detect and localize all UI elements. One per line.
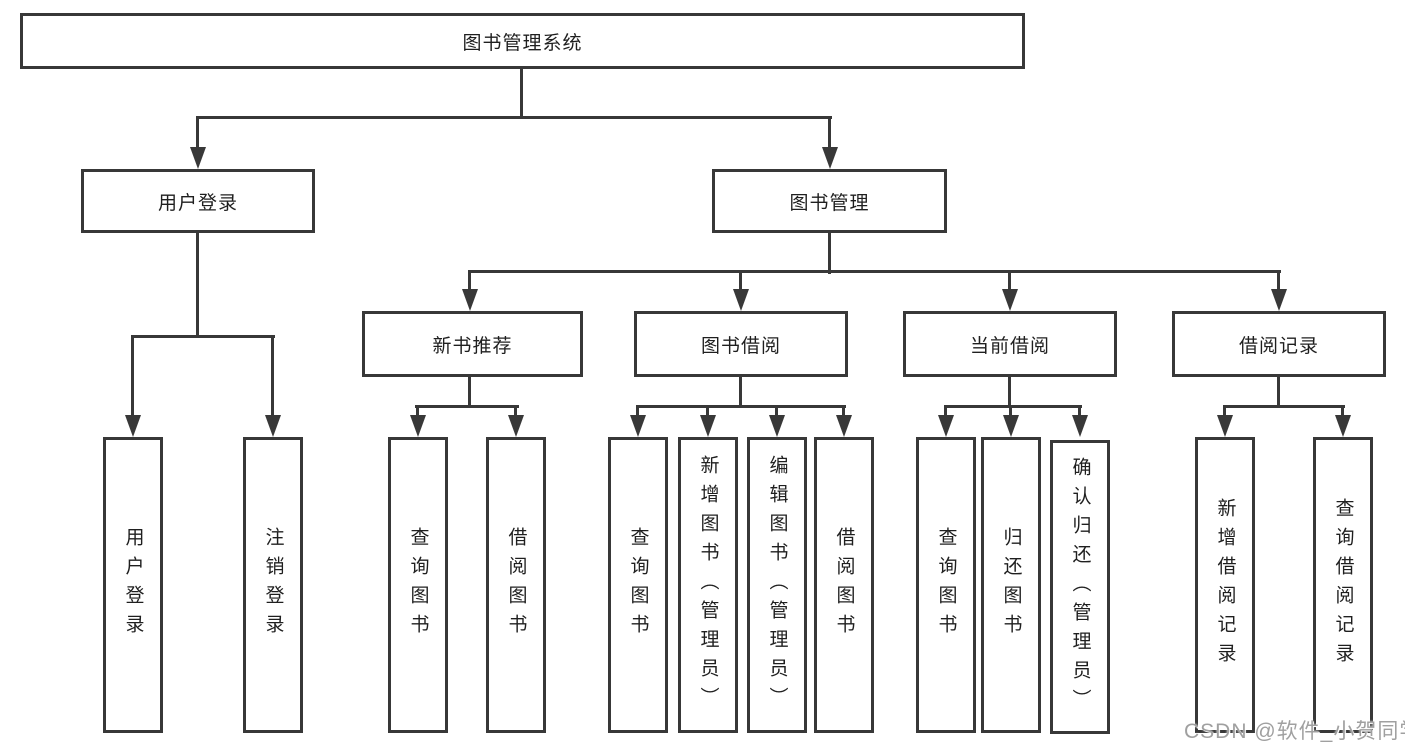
connector-leaf-bb4-stem xyxy=(842,405,845,420)
connector-book-borrow-stem xyxy=(739,270,742,295)
arrowhead-borrow-records xyxy=(1271,289,1287,311)
connector-book-borrow-split xyxy=(636,405,846,408)
arrowhead-leaf-br2 xyxy=(1335,415,1351,437)
connector-borrow-records-down xyxy=(1277,377,1280,407)
connector-leaf-cb1-stem xyxy=(944,405,947,420)
node-borrow-records-label: 借阅记录 xyxy=(1238,335,1319,357)
connector-current-borrow-stem xyxy=(1008,270,1011,295)
connector-book-management-stem xyxy=(828,116,831,150)
connector-user-login-down xyxy=(196,233,199,337)
arrowhead-leaf-bb4 xyxy=(836,415,852,437)
arrowhead-leaf-nb2 xyxy=(508,415,524,437)
node-leaf-edit-books-admin-label: 编辑图书（管理员） xyxy=(766,454,788,716)
connector-user-login-split xyxy=(131,335,275,338)
node-leaf-logout-label: 注销登录 xyxy=(262,527,284,643)
node-leaf-query-borrow-record-label: 查询借阅记录 xyxy=(1332,498,1354,672)
arrowhead-leaf-nb1 xyxy=(410,415,426,437)
node-leaf-borrow-books-label: 借阅图书 xyxy=(833,527,855,643)
arrowhead-leaf-bb3 xyxy=(769,415,785,437)
node-leaf-user-login: 用户登录 xyxy=(103,437,163,733)
node-leaf-confirm-return-admin: 确认归还（管理员） xyxy=(1050,440,1110,734)
node-book-management-label: 图书管理 xyxy=(789,192,870,214)
connector-leaf-br1-stem xyxy=(1223,405,1226,420)
node-leaf-logout: 注销登录 xyxy=(243,437,303,733)
node-user-login: 用户登录 xyxy=(81,169,315,233)
arrowhead-leaf-cb2 xyxy=(1003,415,1019,437)
node-leaf-add-borrow-record: 新增借阅记录 xyxy=(1195,437,1255,733)
node-new-book-recommend: 新书推荐 xyxy=(362,311,583,377)
node-leaf-borrow-books-recommend-label: 借阅图书 xyxy=(505,527,527,643)
connector-leaf-br2-stem xyxy=(1341,405,1344,420)
node-leaf-query-books-current: 查询图书 xyxy=(916,437,976,733)
node-leaf-add-books-admin-label: 新增图书（管理员） xyxy=(697,454,719,716)
arrowhead-leaf-bb1 xyxy=(630,415,646,437)
connector-new-book-down xyxy=(468,377,471,407)
connector-leaf-logout-stem xyxy=(271,335,274,420)
node-current-borrow: 当前借阅 xyxy=(903,311,1117,377)
node-leaf-user-login-label: 用户登录 xyxy=(122,527,144,643)
connector-leaf-bb3-stem xyxy=(775,405,778,420)
node-leaf-borrow-books-recommend: 借阅图书 xyxy=(486,437,546,733)
connector-new-book-stem xyxy=(468,270,471,295)
connector-current-borrow-split xyxy=(944,405,1082,408)
connector-current-borrow-down xyxy=(1008,377,1011,407)
node-root: 图书管理系统 xyxy=(20,13,1025,69)
node-leaf-add-books-admin: 新增图书（管理员） xyxy=(678,437,738,733)
connector-level3-hline xyxy=(468,270,1281,273)
node-book-borrow: 图书借阅 xyxy=(634,311,848,377)
connector-level2-hline xyxy=(196,116,832,119)
node-leaf-query-books-recommend-label: 查询图书 xyxy=(407,527,429,643)
node-book-borrow-label: 图书借阅 xyxy=(700,335,781,357)
node-leaf-confirm-return-admin-label: 确认归还（管理员） xyxy=(1069,456,1091,718)
connector-new-book-split xyxy=(415,405,519,408)
connector-leaf-nb2-stem xyxy=(514,405,517,420)
node-leaf-add-borrow-record-label: 新增借阅记录 xyxy=(1214,498,1236,672)
connector-borrow-records-stem xyxy=(1277,270,1280,295)
node-leaf-query-books-borrow: 查询图书 xyxy=(608,437,668,733)
connector-leaf-cb3-stem xyxy=(1078,405,1081,420)
node-user-login-label: 用户登录 xyxy=(157,192,238,214)
connector-leaf-bb1-stem xyxy=(636,405,639,420)
connector-leaf-nb1-stem xyxy=(416,405,419,420)
arrowhead-user-login xyxy=(190,147,206,169)
node-new-book-recommend-label: 新书推荐 xyxy=(432,335,513,357)
node-book-management: 图书管理 xyxy=(712,169,947,233)
arrowhead-leaf-logout xyxy=(265,415,281,437)
node-root-label: 图书管理系统 xyxy=(462,32,583,54)
node-leaf-query-books-recommend: 查询图书 xyxy=(388,437,448,733)
node-leaf-query-borrow-record: 查询借阅记录 xyxy=(1313,437,1373,733)
node-leaf-query-books-current-label: 查询图书 xyxy=(935,527,957,643)
arrowhead-leaf-bb2 xyxy=(700,415,716,437)
connector-leaf-login-stem xyxy=(131,335,134,420)
arrowhead-leaf-cb3 xyxy=(1072,415,1088,437)
node-leaf-return-books: 归还图书 xyxy=(981,437,1041,733)
arrowhead-leaf-br1 xyxy=(1217,415,1233,437)
arrowhead-leaf-login xyxy=(125,415,141,437)
connector-root-stem xyxy=(520,69,523,118)
arrowhead-book-borrow xyxy=(733,289,749,311)
arrowhead-new-book xyxy=(462,289,478,311)
watermark: CSDN @软件_小贺同学 xyxy=(1184,720,1405,743)
connector-book-borrow-down xyxy=(739,377,742,407)
connector-leaf-bb2-stem xyxy=(706,405,709,420)
node-current-borrow-label: 当前借阅 xyxy=(969,335,1050,357)
connector-user-login-stem xyxy=(196,116,199,150)
arrowhead-book-management xyxy=(822,147,838,169)
node-leaf-query-books-borrow-label: 查询图书 xyxy=(627,527,649,643)
arrowhead-current-borrow xyxy=(1002,289,1018,311)
node-leaf-return-books-label: 归还图书 xyxy=(1000,527,1022,643)
node-borrow-records: 借阅记录 xyxy=(1172,311,1386,377)
connector-book-management-down xyxy=(828,233,831,274)
connector-leaf-cb2-stem xyxy=(1009,405,1012,420)
connector-borrow-records-split xyxy=(1223,405,1345,408)
node-leaf-edit-books-admin: 编辑图书（管理员） xyxy=(747,437,807,733)
node-leaf-borrow-books: 借阅图书 xyxy=(814,437,874,733)
arrowhead-leaf-cb1 xyxy=(938,415,954,437)
